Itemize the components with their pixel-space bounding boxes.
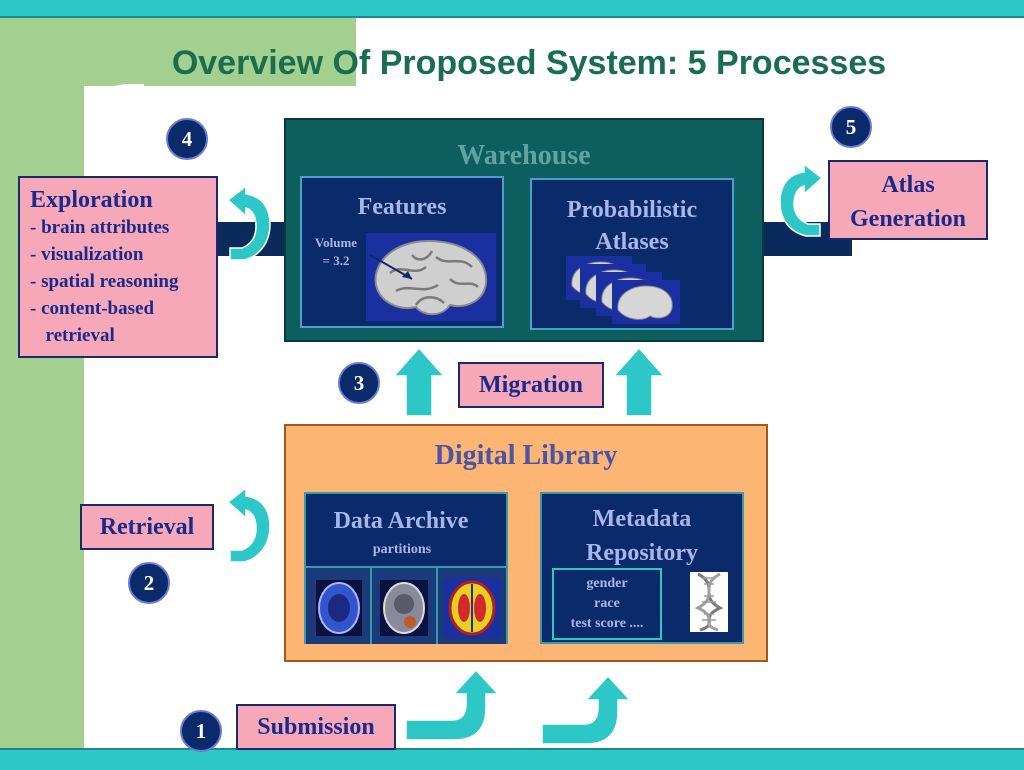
exploration-box: Exploration - brain attributes - visuali… <box>18 176 218 358</box>
features-title: Features <box>357 194 447 220</box>
atlas-generation-line2: Generation <box>850 206 966 232</box>
brain-image-icon <box>366 233 496 321</box>
metadata-title-line2: Repository <box>586 540 698 566</box>
metadata-title: Metadata Repository <box>540 502 744 570</box>
step-4-badge: 4 <box>166 118 208 160</box>
exploration-title: Exploration <box>30 187 153 213</box>
data-archive-title: Data Archive <box>333 508 469 534</box>
warehouse-title: Warehouse <box>457 140 591 171</box>
partitions-row <box>306 566 506 644</box>
partition-cell <box>306 568 372 644</box>
bottom-bar <box>0 748 1024 770</box>
metadata-field: test score .... <box>570 616 644 631</box>
atlas-generation-line1: Atlas <box>881 172 935 198</box>
brain-scan-icon <box>316 580 362 636</box>
exploration-item: - spatial reasoning <box>30 271 179 292</box>
content-corner <box>84 84 144 144</box>
page-title: Overview Of Proposed System: 5 Processes <box>171 44 887 82</box>
volume-label: Volume = 3.2 <box>306 234 366 270</box>
curved-arrow-icon <box>779 162 824 237</box>
volume-label-line1: Volume <box>314 235 358 250</box>
atlas-stack-icon <box>566 256 680 324</box>
metadata-field: race <box>594 596 620 611</box>
top-green-panel <box>84 18 356 86</box>
data-archive-subtitle: partitions <box>372 542 432 557</box>
exploration-item: - content-based <box>30 298 155 319</box>
left-green-panel <box>0 18 84 748</box>
migration-box: Migration <box>458 362 604 408</box>
atlases-title: Probabilistic Atlases <box>530 194 734 258</box>
step-2-badge: 2 <box>128 562 170 604</box>
up-arrow-icon <box>392 346 446 417</box>
retrieval-box: Retrieval <box>80 504 214 550</box>
exploration-item: retrieval <box>36 325 115 346</box>
atlases-title-line2: Atlases <box>595 229 669 255</box>
digital-library-title: Digital Library <box>434 440 618 471</box>
curved-up-arrow-icon <box>541 674 632 745</box>
submission-box: Submission <box>236 704 396 750</box>
curved-arrow-icon <box>226 486 271 563</box>
exploration-item: - brain attributes <box>30 217 170 238</box>
curved-arrow-icon <box>226 184 271 261</box>
up-arrow-icon <box>612 346 666 417</box>
top-bar <box>0 0 1024 18</box>
exploration-item: - visualization <box>30 244 144 265</box>
partition-cell <box>372 568 438 644</box>
step-5-badge: 5 <box>830 106 872 148</box>
volume-label-line2: = 3.2 <box>322 253 350 268</box>
atlas-generation-box: Atlas Generation <box>828 160 988 240</box>
step-3-badge: 3 <box>338 362 380 404</box>
curved-up-arrow-icon <box>405 668 500 741</box>
metadata-title-line1: Metadata <box>592 506 692 532</box>
metadata-field: gender <box>586 576 628 591</box>
partition-cell <box>438 568 506 644</box>
brain-scan-icon <box>380 580 428 636</box>
step-1-badge: 1 <box>180 710 222 752</box>
atlases-title-line1: Probabilistic <box>566 197 698 223</box>
dna-helix-icon <box>690 572 728 632</box>
brain-scan-icon <box>444 578 500 638</box>
metadata-fields-box: gender race test score .... <box>552 568 662 640</box>
